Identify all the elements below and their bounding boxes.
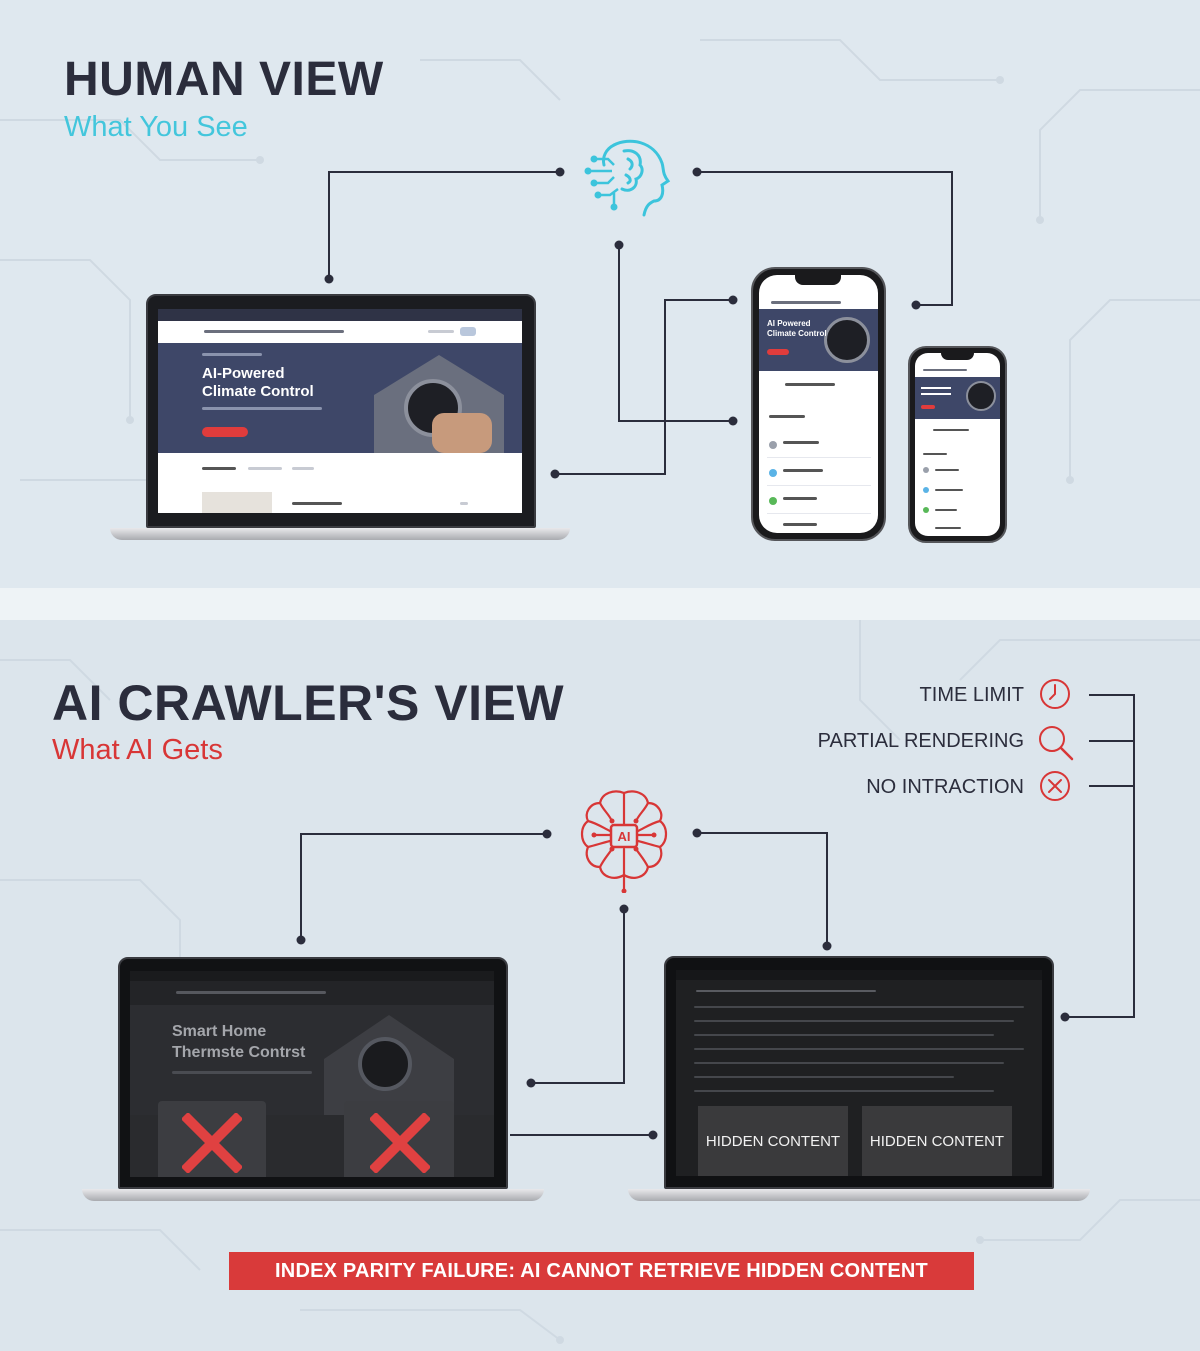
phone-headline-line2: Climate Control [767, 329, 827, 338]
crawler-view-title: AI CRAWLER'S VIEW [52, 675, 565, 731]
list-item[interactable] [767, 491, 871, 514]
hero-cta-button[interactable] [202, 427, 248, 437]
human-view-subtitle: What You See [64, 111, 248, 143]
crawler-view-subtitle: What AI Gets [52, 734, 223, 766]
hidden-content-box-1: HIDDEN CONTENT [698, 1106, 848, 1176]
hidden-content-box-2: HIDDEN CONTENT [862, 1106, 1012, 1176]
risk-label-time-limit: TIME LIMIT [919, 684, 1024, 706]
ai-circuit-brain-icon: AI [580, 790, 668, 893]
human-phone-small [908, 346, 1007, 543]
risk-label-partial-rendering: PARTIAL RENDERING [817, 730, 1024, 752]
crawler-headline-line1: Smart Home [172, 1023, 267, 1040]
crawler-code-screen: HIDDEN CONTENT HIDDEN CONTENT [676, 970, 1042, 1176]
x-circle-icon [1040, 771, 1070, 801]
crawler-laptop-right: HIDDEN CONTENT HIDDEN CONTENT [628, 956, 1090, 1201]
clock-icon [1040, 679, 1070, 709]
crawler-laptop-left: Smart Home Thermste Contrst [82, 957, 544, 1201]
svg-text:AI: AI [618, 829, 631, 844]
list-item[interactable] [767, 519, 871, 533]
phone-headline-line1: AI Powered [767, 319, 811, 328]
red-x-icon [182, 1113, 242, 1173]
crawler-headline-line2: Thermste Contrst [172, 1044, 306, 1061]
risk-label-no-interaction: NO INTRACTION [866, 776, 1024, 798]
hero-headline-line1: AI-Powered [202, 365, 285, 382]
human-phone-large: AI Powered Climate Control [751, 267, 886, 541]
magnifier-icon [1039, 726, 1074, 761]
section-divider [0, 588, 1200, 620]
laptop-website-screen: AI-Powered Climate Control [158, 309, 522, 513]
crawler-darkened-screen: Smart Home Thermste Contrst [130, 971, 494, 1177]
list-item[interactable] [767, 463, 871, 486]
hero-headline-line2: Climate Control [202, 383, 314, 400]
red-x-icon [370, 1113, 430, 1173]
human-laptop: AI-Powered Climate Control [110, 294, 570, 540]
human-head-brain-icon [584, 139, 671, 217]
human-view-title: HUMAN VIEW [64, 53, 384, 106]
hero-banner: AI-Powered Climate Control [158, 343, 522, 453]
list-item[interactable] [767, 435, 871, 458]
index-parity-failure-banner: INDEX PARITY FAILURE: AI CANNOT RETRIEVE… [229, 1252, 974, 1290]
